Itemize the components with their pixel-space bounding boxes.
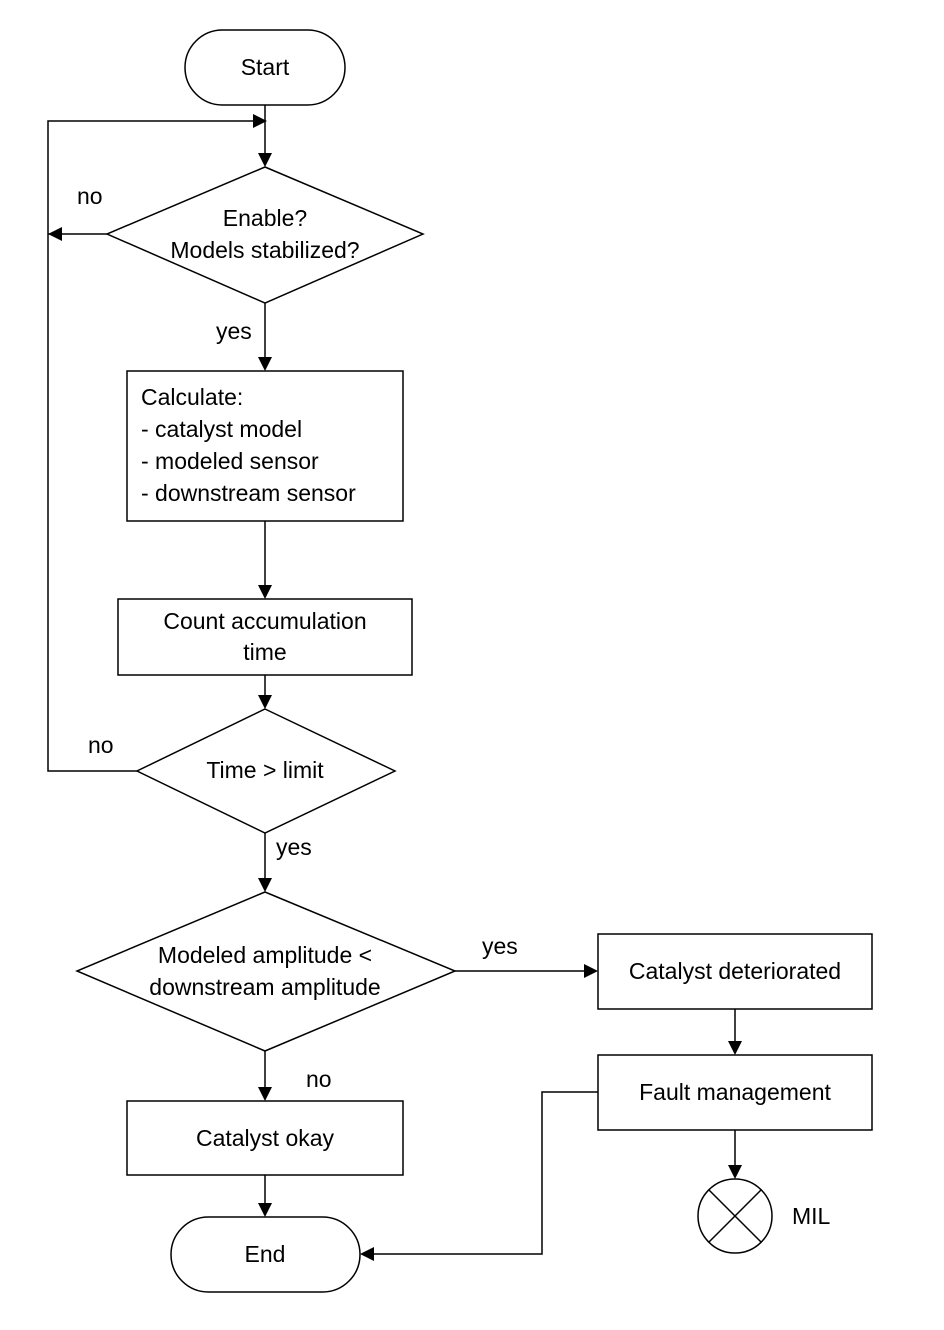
okay-node: Catalyst okay: [126, 1100, 404, 1176]
okay-box: [126, 1100, 404, 1176]
arrowhead-down: [258, 153, 272, 167]
arrowhead-left: [48, 227, 62, 241]
time-decision: Time > limit: [135, 708, 397, 834]
mil-node: MIL: [697, 1178, 831, 1254]
end-label: End: [245, 1241, 286, 1267]
arrowhead-down: [258, 357, 272, 371]
deteriorated-box: [597, 933, 873, 1010]
amplitude-yes-label: yes: [482, 933, 518, 959]
amplitude-decision: Modeled amplitude < downstream amplitude: [75, 891, 457, 1052]
time-yes-label: yes: [276, 834, 312, 860]
arrowhead-right: [584, 964, 598, 978]
edge-fault-to-end: [372, 1091, 598, 1255]
calculate-label-line-3: - modeled sensor: [141, 448, 319, 474]
enable-yes-label: yes: [216, 318, 252, 344]
arrowhead-down: [258, 1203, 272, 1217]
deteriorated-label: Catalyst deteriorated: [629, 958, 841, 984]
amplitude-decision-shape: [75, 891, 457, 1052]
end-node: End: [170, 1216, 361, 1293]
start-terminal-shape: [184, 29, 346, 106]
amplitude-label-line-2: downstream amplitude: [149, 974, 380, 1000]
arrowhead-down: [258, 695, 272, 709]
calculate-label-line-1: Calculate:: [141, 384, 243, 410]
arrowhead-left: [360, 1247, 374, 1261]
arrowhead-down: [258, 585, 272, 599]
count-box: [117, 598, 413, 676]
calculate-box: [126, 370, 404, 522]
start-node: Start: [184, 29, 346, 106]
connectors: [47, 105, 736, 1255]
arrowhead-down: [728, 1041, 742, 1055]
mil-label: MIL: [792, 1203, 831, 1229]
fault-node: Fault management: [597, 1054, 873, 1131]
start-label: Start: [241, 54, 290, 80]
enable-decision: Enable? Models stabilized?: [105, 166, 425, 304]
time-no-label: no: [88, 732, 114, 758]
count-label-line-1: Count accumulation: [163, 608, 366, 634]
enable-decision-shape: [105, 166, 425, 304]
enable-no-label: no: [77, 183, 103, 209]
calculate-node: Calculate: - catalyst model - modeled se…: [126, 370, 404, 522]
enable-label-line-1: Enable?: [223, 205, 307, 231]
calculate-label-line-4: - downstream sensor: [141, 480, 356, 506]
end-terminal-shape: [170, 1216, 361, 1293]
arrowhead-right: [253, 114, 267, 128]
time-label: Time > limit: [206, 757, 324, 783]
edge-loop-return: [47, 120, 255, 772]
enable-label-line-2: Models stabilized?: [170, 237, 359, 263]
time-decision-shape: [135, 708, 397, 834]
arrowhead-down: [258, 1087, 272, 1101]
fault-label: Fault management: [639, 1079, 831, 1105]
mil-lamp-cross-b: [708, 1189, 762, 1243]
fault-box: [597, 1054, 873, 1131]
amplitude-label-line-1: Modeled amplitude <: [158, 942, 372, 968]
amplitude-no-label: no: [306, 1066, 332, 1092]
arrowhead-down: [258, 878, 272, 892]
edge-labels: no yes no yes yes no: [77, 183, 518, 1092]
okay-label: Catalyst okay: [196, 1125, 335, 1151]
calculate-label-line-2: - catalyst model: [141, 416, 302, 442]
arrowheads: [48, 114, 742, 1261]
count-node: Count accumulation time: [117, 598, 413, 676]
count-label-line-2: time: [243, 639, 286, 665]
deteriorated-node: Catalyst deteriorated: [597, 933, 873, 1010]
arrowhead-down: [728, 1165, 742, 1179]
